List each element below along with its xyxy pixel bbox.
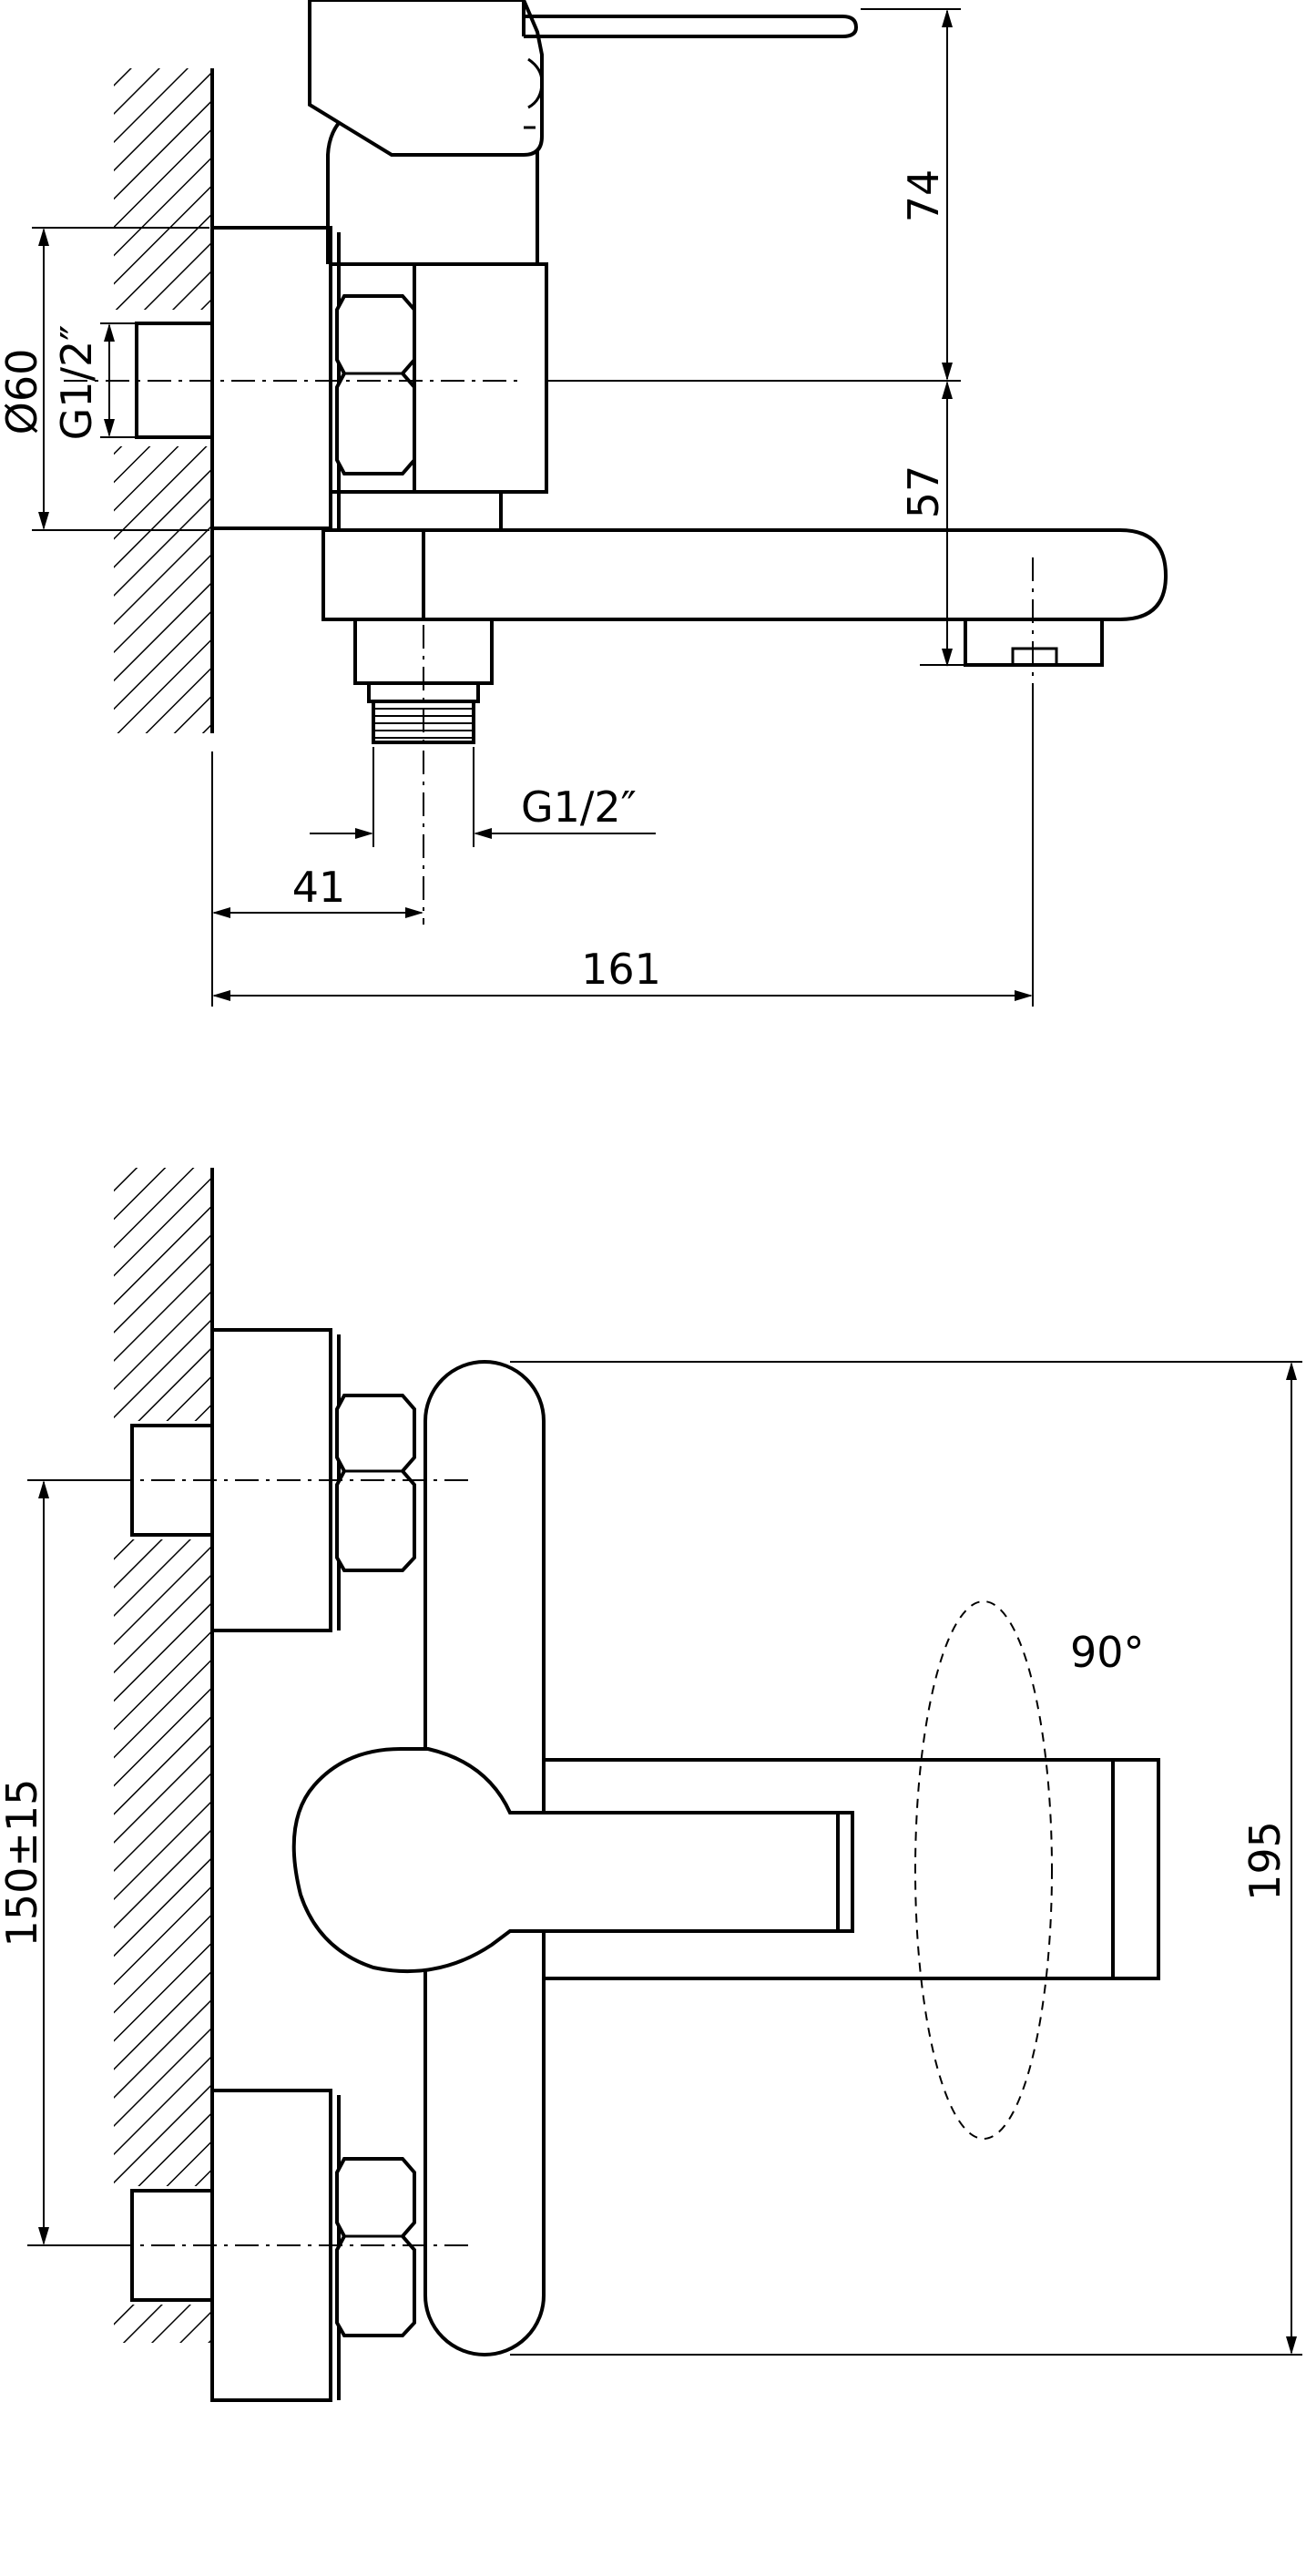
label-g12-inlet: G1/2″: [52, 325, 101, 441]
dimension-g12-inlet: G1/2″: [52, 322, 137, 441]
label-57: 57: [899, 465, 948, 519]
rotation-ellipse: [914, 1600, 1053, 2140]
label-angle: 90°: [1070, 1628, 1145, 1677]
dimension-195: 195: [510, 1361, 1302, 2356]
dimension-d60: Ø60: [0, 227, 209, 531]
label-41: 41: [292, 863, 346, 912]
label-195: 195: [1240, 1821, 1290, 1901]
nut-side: [335, 264, 416, 492]
handle-side: [308, 0, 859, 157]
dimension-g12-outlet: G1/2″: [310, 747, 656, 847]
label-74: 74: [899, 169, 948, 223]
wall-hatch-top: [114, 1168, 214, 2343]
label-g12-outlet: G1/2″: [521, 782, 637, 832]
spout-side: [321, 528, 1168, 667]
dimension-150: 150±15: [0, 1479, 128, 2246]
handle-top: [291, 1747, 854, 1974]
dimension-57: 57: [899, 381, 965, 667]
top-view: 90° 150±15 195: [0, 1168, 1302, 2402]
wall-hatch-side: [114, 68, 214, 733]
side-view: 74 57 Ø60 G1/2″ G1/2″: [0, 0, 1168, 1007]
label-161: 161: [581, 945, 661, 994]
escutcheon-side: [210, 226, 341, 530]
dimension-41: 41: [211, 751, 423, 1007]
label-d60: Ø60: [0, 349, 46, 435]
label-150: 150±15: [0, 1779, 46, 1947]
inlet-lower-top: [130, 2089, 416, 2402]
dimension-161: 161: [212, 692, 1034, 1007]
dimension-74: 74: [546, 8, 961, 382]
